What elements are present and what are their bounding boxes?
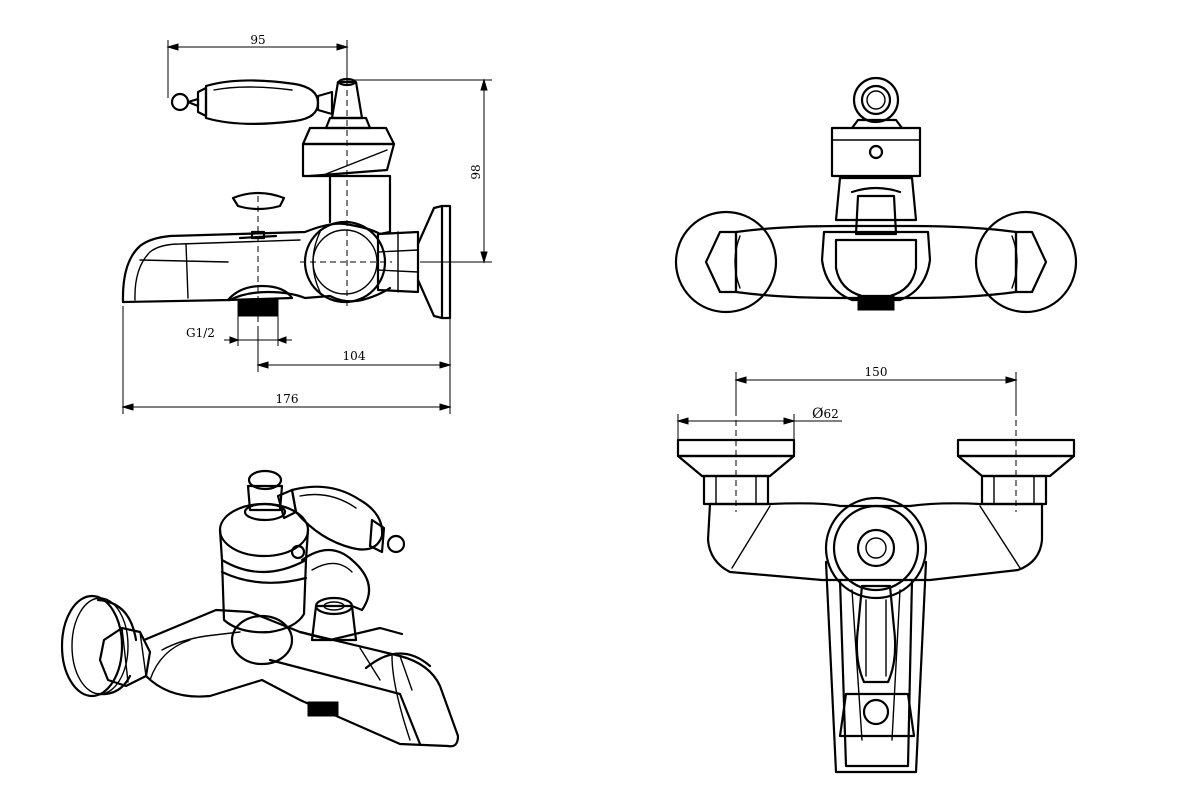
- dimension-150: 150: [734, 365, 1018, 410]
- dimension-95: 95: [166, 33, 349, 98]
- side-spout: [121, 204, 452, 320]
- dimension-g12: G1/2: [186, 316, 292, 346]
- isometric-view: [60, 469, 460, 748]
- dimension-104: 104: [256, 318, 452, 372]
- front-view: [674, 76, 1078, 314]
- dimension-label: 104: [343, 349, 366, 363]
- side-lever-handle: [170, 79, 334, 125]
- dimension-label: 150: [865, 365, 888, 379]
- side-diverter-button: [231, 191, 286, 211]
- dimension-label: G1/2: [186, 326, 215, 340]
- dimension-diameter-62: Ø62: [676, 406, 842, 440]
- dimension-98: 98: [347, 78, 492, 264]
- top-view: 150 Ø62: [676, 365, 1076, 774]
- dimension-label: 98: [469, 164, 483, 179]
- dimension-label: Ø62: [812, 406, 839, 422]
- side-view: 95 98 G1/2 104: [121, 33, 492, 414]
- dimension-176: 176: [121, 306, 452, 414]
- side-cartridge: [301, 77, 396, 234]
- dimension-label: 95: [250, 33, 265, 47]
- dimension-label: 176: [276, 392, 299, 406]
